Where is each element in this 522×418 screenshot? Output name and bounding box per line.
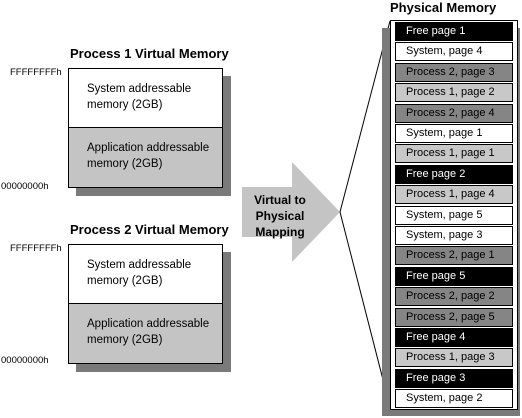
physical-page: Free page 2 [395,164,513,184]
physical-page: Free page 5 [395,266,513,286]
physical-page: Process 1, page 3 [395,348,513,368]
process2-addr-low: 00000000h [1,355,49,366]
mapping-label-line2: Physical [255,209,305,223]
physical-page: Process 1, page 2 [395,83,513,103]
process2-virtual-memory: System addressable memory (2GB) Applicat… [68,244,231,372]
physical-page: System, page 2 [395,389,513,409]
process1-title: Process 1 Virtual Memory [70,46,229,61]
process2-addr-high: FFFFFFFFh [10,243,62,254]
physical-page: Free page 3 [395,368,513,388]
fan-line-top [339,20,391,213]
physical-page: Free page 4 [395,328,513,347]
process1-app-text: Application addressable memory (2GB) [87,142,210,170]
physical-page: Process 2, page 5 [395,307,513,327]
process2-app-text: Application addressable memory (2GB) [87,318,210,346]
physical-page: System, page 4 [395,42,513,62]
process1-addr-high: FFFFFFFFh [10,67,62,78]
process2-box: System addressable memory (2GB) Applicat… [68,244,223,364]
mapping-arrow [242,162,340,262]
mapping-label-line3: Mapping [255,225,305,239]
physical-page: Process 2, page 2 [395,287,513,307]
process1-addr-low: 00000000h [1,181,49,192]
physical-page: Process 1, page 4 [395,185,513,205]
process1-box: System addressable memory (2GB) Applicat… [68,68,223,188]
physical-page: System, page 5 [395,205,513,225]
mapping-label-line1: Virtual to [254,193,306,207]
physical-page: Process 2, page 1 [395,246,513,266]
physical-page: Process 2, page 4 [395,103,513,123]
physical-page: Process 1, page 1 [395,144,513,164]
physical-page: System, page 3 [395,226,513,245]
process2-app-region: Application addressable memory (2GB) [69,304,222,363]
process1-system-text: System addressable memory (2GB) [87,83,192,111]
process2-title: Process 2 Virtual Memory [70,222,229,237]
process2-system-region: System addressable memory (2GB) [69,245,222,304]
mapping-label: Virtual to Physical Mapping [244,192,316,240]
process1-system-region: System addressable memory (2GB) [69,69,222,128]
process1-app-region: Application addressable memory (2GB) [69,128,222,187]
process2-system-text: System addressable memory (2GB) [87,259,192,287]
physical-page: Process 2, page 3 [395,62,513,82]
physical-page: System, page 1 [395,124,513,143]
physical-page: Free page 1 [395,22,513,41]
fan-line-bottom [339,211,391,408]
physical-title: Physical Memory [390,0,497,15]
process1-virtual-memory: System addressable memory (2GB) Applicat… [68,68,231,196]
